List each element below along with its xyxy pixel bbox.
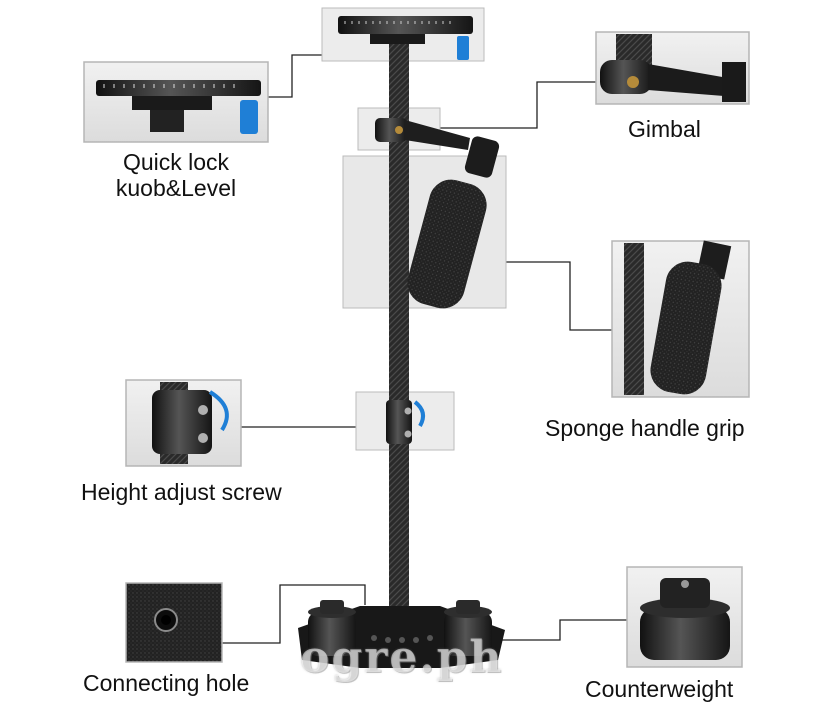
inset-connecting-hole [125,582,223,663]
inset-gimbal [595,31,750,105]
sponge-grip-label: Sponge handle grip [545,415,745,441]
leader-lines [222,54,627,644]
leader-counterweight [490,619,627,641]
inset-quick-lock [83,61,269,143]
counterweight-label: Counterweight [585,676,734,702]
quick-lock-label: Quick lock kuob&Level [96,149,256,201]
leader-gimbal [440,81,596,129]
quick-lock-line2: kuob&Level [115,175,237,201]
main-height-clamp [386,400,426,444]
central-pole [389,44,409,634]
inset-height-screw [125,379,242,467]
main-gimbal [375,118,500,178]
inset-sponge-grip [611,240,750,398]
leader-connecting [222,584,366,644]
quick-lock-line1: Quick lock [122,149,230,175]
main-foam-handle [407,179,487,309]
gimbal-label: Gimbal [628,116,701,142]
leader-quick-lock [268,54,322,98]
connecting-hole-label: Connecting hole [83,670,250,696]
main-top-plate [338,16,473,60]
watermark: ogre.ph [300,632,504,683]
height-screw-label: Height adjust screw [81,479,282,505]
main-base-sled [298,600,505,668]
leader-sponge [505,261,612,331]
inset-counterweight [626,566,743,668]
